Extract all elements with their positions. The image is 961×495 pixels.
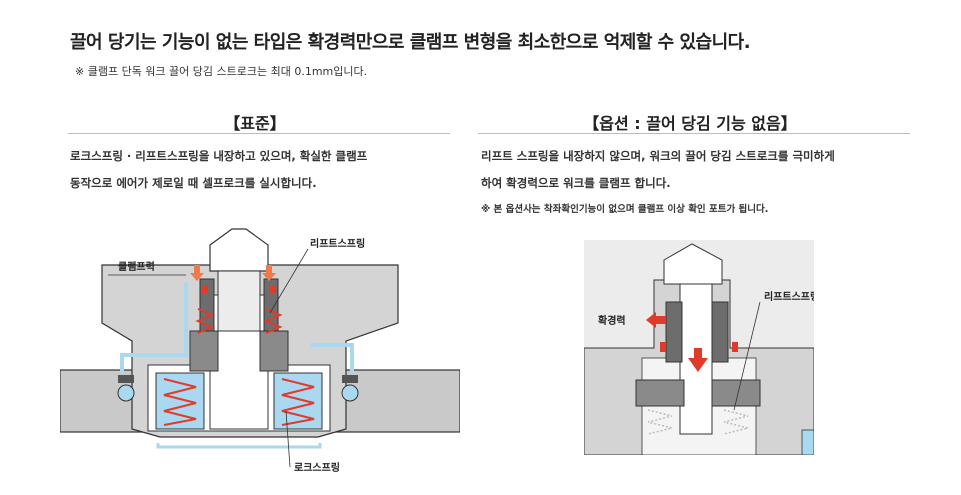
option-clamp-diagram: 리프트스프링 없음 확경력 <box>584 240 814 455</box>
collet-neck <box>217 270 261 332</box>
expansion-force-label: 확경력 <box>598 314 626 327</box>
clamp-force-label: 클램프력 <box>118 261 155 273</box>
option-seal-right <box>732 342 738 352</box>
stroke-note: ※ 클램프 단독 워크 끌어 당김 스트로크는 최대 0.1mm입니다. <box>75 65 368 78</box>
no-lift-spring-label: 리프트스프링 없음 <box>764 290 814 303</box>
lift-spring-right <box>263 308 283 334</box>
option-title: 【옵션 : 끌어 당김 기능 없음】 <box>583 114 797 133</box>
port-right <box>341 384 359 402</box>
piston-right <box>259 330 289 372</box>
pull-down-arrow <box>688 348 708 372</box>
option-collet <box>663 243 723 285</box>
seal-left <box>202 285 208 293</box>
option-sleeve-left <box>665 301 683 363</box>
lift-spring-left <box>195 308 215 334</box>
page-heading: 끌어 당기는 기능이 없는 타입은 확경력만으로 클램프 변형을 최소한으로 억… <box>70 32 751 53</box>
option-desc-line1: 리프트 스프링을 내장하지 않으며, 워크의 끌어 당김 스트로크를 극미하게 <box>481 149 835 163</box>
option-note: ※ 본 옵션사는 착좌확인기능이 없으며 클램프 이상 확인 포트가 됩니다. <box>481 204 769 215</box>
lock-spring-label: 로크스프링 <box>294 462 340 474</box>
option-sleeve-right <box>711 301 729 363</box>
lift-spring-label: 리프트스프링 <box>310 237 365 250</box>
port-right-cap <box>342 375 358 383</box>
lock-spring-chamber-left <box>155 372 205 430</box>
lift-spring-leader <box>269 248 309 314</box>
lock-spring-chamber-right <box>273 372 323 430</box>
expansion-force-arrow <box>646 312 666 328</box>
standard-desc-line1: 로크스프링 · 리프트스프링을 내장하고 있으며, 확실한 클램프 <box>70 149 368 163</box>
clamp-force-arrow-left <box>190 265 204 281</box>
empty-spring-left <box>647 409 673 435</box>
blue-port <box>801 429 814 455</box>
piston-left <box>189 330 219 372</box>
no-lift-spring-leader <box>733 301 761 411</box>
option-desc-line2: 하여 확경력으로 워크를 클램프 합니다. <box>481 176 671 190</box>
air-channel-right <box>310 343 354 373</box>
standard-clamp-diagram: 클램프력 리프트스프링 로크스프링 <box>60 228 460 474</box>
seal-right <box>270 285 276 293</box>
air-channel-left <box>120 283 188 373</box>
lock-spring-right <box>281 378 315 426</box>
port-left-cap <box>118 375 134 383</box>
collet <box>209 228 269 272</box>
port-left <box>117 384 135 402</box>
air-channel-bottom <box>156 443 322 449</box>
clamp-force-arrow-right <box>262 265 276 281</box>
lock-spring-leader <box>285 410 291 468</box>
standard-title: 【표준】 <box>224 114 286 133</box>
left-divider <box>68 133 450 134</box>
empty-spring-right <box>723 409 749 435</box>
standard-desc-line2: 동작으로 에어가 제로일 때 셀프로크를 실시합니다. <box>70 176 317 190</box>
right-divider <box>478 133 910 134</box>
option-piston-left <box>635 379 685 407</box>
option-seal-left <box>660 342 666 352</box>
lock-spring-left <box>163 378 197 426</box>
